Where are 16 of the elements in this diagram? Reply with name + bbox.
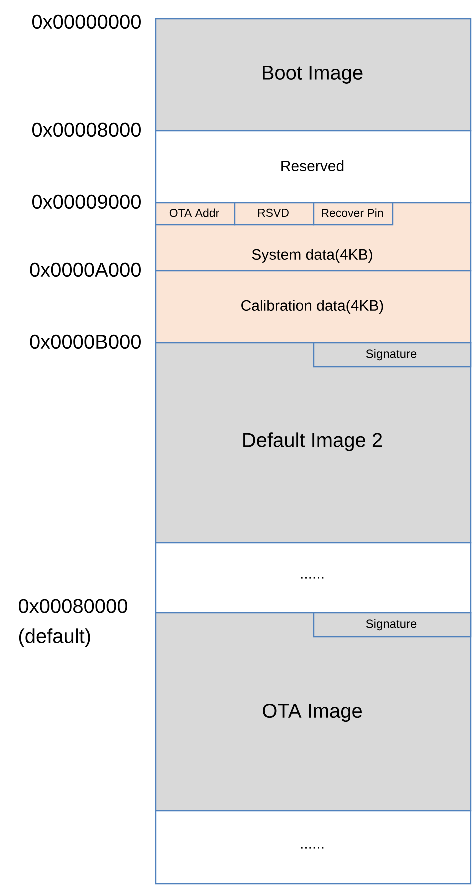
field-box: RSVD bbox=[234, 202, 315, 226]
address-label: 0x0000B000 bbox=[30, 334, 141, 350]
memory-region: Reserved bbox=[155, 130, 472, 204]
address-label: 0x00008000 bbox=[32, 122, 141, 138]
memory-region: ...... bbox=[155, 810, 472, 885]
address-label: 0x00080000 (default) bbox=[18, 599, 128, 648]
address-label: 0x0000A000 bbox=[30, 262, 141, 278]
address-label: 0x00009000 bbox=[32, 194, 141, 210]
memory-region: ...... bbox=[155, 542, 472, 614]
memory-region: Calibration data(4KB) bbox=[155, 270, 472, 344]
signature-box: Signature bbox=[313, 342, 472, 368]
memory-region: Boot Image bbox=[155, 18, 472, 132]
signature-box: Signature bbox=[313, 612, 472, 638]
field-box: Recover Pin bbox=[313, 202, 394, 226]
address-label: 0x00000000 bbox=[32, 14, 141, 30]
field-box: OTA Addr bbox=[155, 202, 236, 226]
